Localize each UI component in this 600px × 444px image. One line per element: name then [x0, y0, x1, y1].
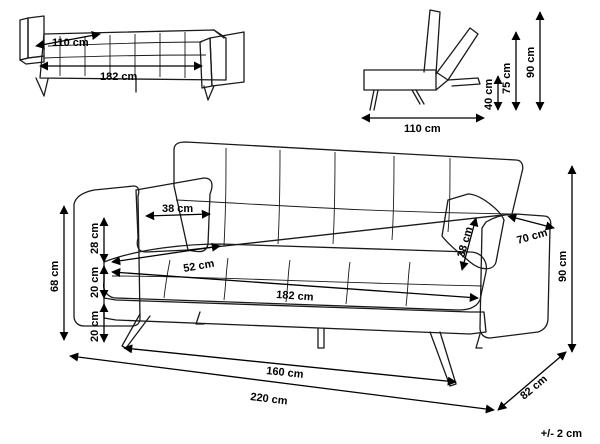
pillow-right-arrow [459, 217, 479, 271]
flat-depth-label: 110 cm [52, 37, 89, 49]
tolerance-note: +/- 2 cm [540, 428, 582, 440]
height-90-label: 90 cm [557, 251, 569, 282]
leg-label: 20 cm [89, 311, 101, 342]
armrest-label: 70 cm [516, 227, 550, 247]
seat-width-arrow [111, 268, 479, 302]
legs-span-label: 160 cm [266, 365, 305, 381]
backrest-label: 28 cm [89, 223, 101, 254]
armrest-left [73, 185, 141, 327]
armrest-arrow [507, 213, 555, 231]
flat-width-label: 182 cm [100, 71, 138, 83]
depth-arrow [497, 351, 567, 411]
pillow-left-arrow [145, 209, 211, 221]
profile-40-label: 40 cm [483, 79, 495, 110]
profile-90-label: 90 cm [525, 47, 537, 78]
pillow-right [441, 193, 505, 270]
height-68-label: 68 cm [49, 261, 61, 292]
sofa-side-profile [363, 9, 481, 111]
seat-depth-arrow [111, 242, 221, 266]
total-width-arrow [69, 352, 495, 414]
seat-cushion-label: 20 cm [89, 267, 101, 298]
profile-75-label: 75 cm [501, 63, 513, 94]
total-width-label: 220 cm [250, 391, 289, 407]
sofa-flat-view [19, 15, 245, 101]
pillow-left-label: 38 cm [162, 203, 193, 215]
seat-width-label: 182 cm [276, 289, 314, 304]
flat-depth-arrow [35, 31, 101, 49]
sofa-main-view [73, 141, 552, 387]
profile-width-label: 110 cm [404, 123, 441, 135]
pillow-right-label: 38 cm [455, 225, 475, 259]
seat-depth-label: 52 cm [182, 258, 215, 275]
depth-label: 82 cm [518, 373, 550, 402]
